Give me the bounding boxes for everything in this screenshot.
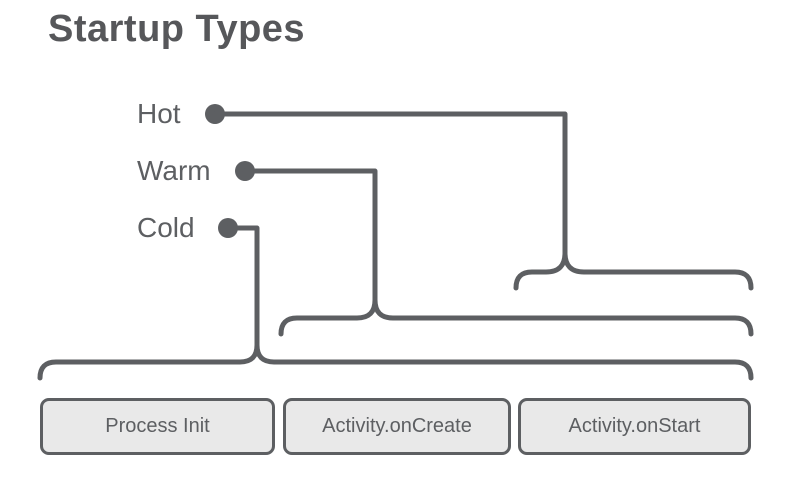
cold-connector-line <box>225 225 260 348</box>
phase-label: Activity.onCreate <box>322 415 472 437</box>
startup-type-label-hot: Hot <box>137 98 181 129</box>
warm-connector-line <box>242 168 378 303</box>
cold-brace <box>37 342 754 381</box>
phase-box-process-init: Process Init <box>40 398 275 455</box>
hot-brace <box>513 250 754 291</box>
phase-box-activity-oncreate: Activity.onCreate <box>283 398 511 455</box>
phase-box-activity-onstart: Activity.onStart <box>518 398 751 455</box>
phase-label: Process Init <box>105 415 210 437</box>
warm-brace <box>278 297 754 337</box>
startup-type-label-cold: Cold <box>137 212 195 243</box>
phase-label: Activity.onStart <box>568 415 701 437</box>
page-title: Startup Types <box>48 8 306 50</box>
startup-type-label-warm: Warm <box>137 155 211 186</box>
hot-connector-line <box>212 111 568 256</box>
